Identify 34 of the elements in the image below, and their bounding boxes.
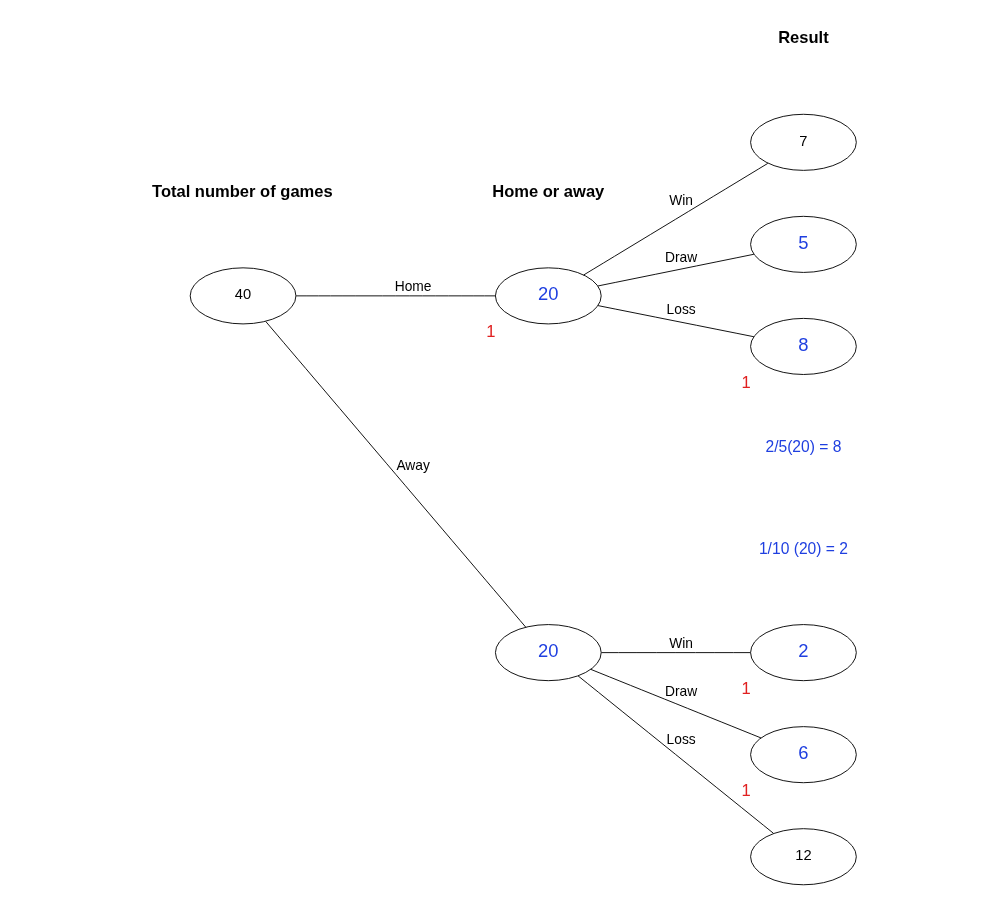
label: Home or away	[492, 181, 605, 201]
node-label: 1	[741, 372, 751, 392]
connector	[583, 162, 769, 276]
edge-label: Loss	[666, 731, 696, 747]
edge-label: Away	[396, 457, 430, 473]
node-ellipse: 12	[750, 828, 857, 886]
connector	[597, 305, 755, 338]
node-ellipse: 20	[495, 267, 602, 325]
edge-label: Win	[669, 192, 694, 208]
connector	[295, 295, 496, 297]
edge-label: Draw	[665, 249, 698, 265]
label: Total number of games	[152, 181, 333, 201]
connector	[590, 668, 762, 739]
edge-label: Home	[394, 279, 432, 295]
connector	[577, 675, 774, 834]
label: Result	[778, 28, 829, 48]
edge-label: Win	[669, 636, 694, 652]
label: 2/5(20) = 8	[765, 438, 842, 456]
node-ellipse: 40	[189, 267, 297, 325]
node-ellipse: 8	[750, 317, 857, 375]
node-ellipse: 2	[750, 624, 857, 682]
node-label: 1	[741, 678, 751, 698]
connector	[265, 321, 527, 628]
connector	[600, 652, 751, 654]
edge-label: Draw	[665, 683, 698, 699]
node-label: 1	[741, 780, 751, 800]
edge-label: Loss	[666, 302, 696, 318]
node-label: 1	[486, 322, 496, 342]
node-ellipse: 6	[750, 726, 857, 784]
label: 1/10 (20) = 2	[758, 540, 848, 558]
node-ellipse: 5	[750, 215, 857, 273]
node-ellipse: 20	[495, 624, 602, 682]
node-ellipse: 7	[750, 113, 857, 171]
connector	[597, 253, 755, 287]
